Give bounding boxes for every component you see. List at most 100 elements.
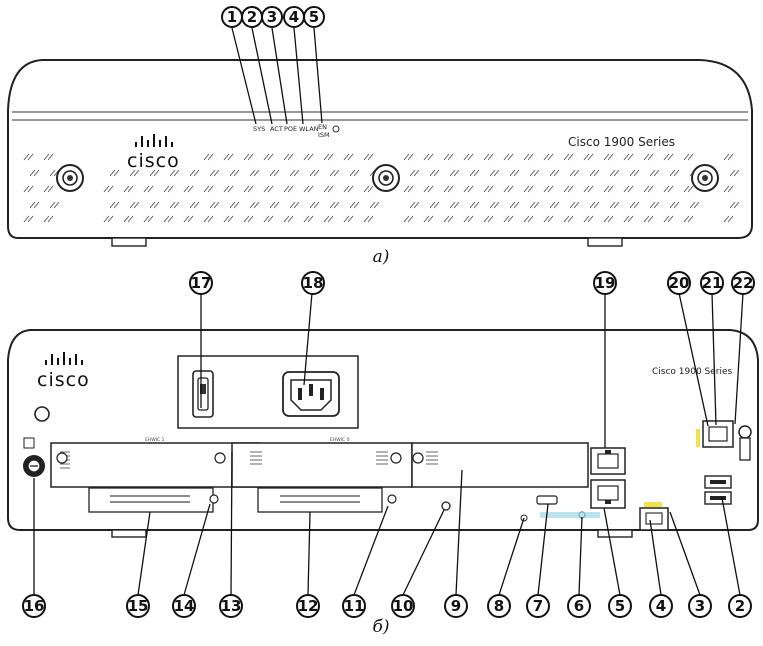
rear-callout-19: 19 (593, 271, 617, 295)
svg-text:21: 21 (702, 274, 723, 292)
rear-callout-22: 22 (731, 271, 755, 295)
rear-callout-20: 20 (667, 271, 691, 295)
svg-text:5: 5 (309, 8, 319, 26)
front-callout-1: 1 (221, 6, 243, 28)
front-chassis (7, 59, 753, 239)
rear-callout-5: 5 (608, 594, 632, 618)
usb-console-port[interactable] (536, 495, 558, 505)
svg-text:3: 3 (267, 8, 277, 26)
rear-callout-7: 7 (526, 594, 550, 618)
rear-callout-3: 3 (688, 594, 712, 618)
rear-callout-4: 4 (649, 594, 673, 618)
led-label-en: EN (318, 123, 327, 131)
slot-1-thumbscrew (209, 494, 219, 504)
ehwic-slot-0-blank-plate (257, 487, 383, 513)
svg-text:1: 1 (227, 8, 237, 26)
led-label-poe: POE (284, 125, 297, 133)
rear-callout-2: 2 (728, 594, 752, 618)
power-inlet[interactable] (282, 371, 340, 417)
usb-port-1[interactable] (704, 475, 732, 489)
front-screw-center (372, 164, 400, 192)
led-label-sys: SYS (253, 125, 265, 133)
usb-port-0[interactable] (704, 491, 732, 505)
svg-text:14: 14 (174, 597, 195, 615)
svg-text:13: 13 (221, 597, 242, 615)
rear-callout-11: 11 (342, 594, 366, 618)
rear-caption: б) (372, 617, 389, 637)
rear-callout-13: 13 (219, 594, 243, 618)
svg-text:4: 4 (656, 597, 666, 615)
rear-callout-8: 8 (487, 594, 511, 618)
ehwic-slot-1-blank-plate (88, 487, 214, 513)
front-cisco-logo: cisco (127, 134, 180, 172)
rear-callout-21: 21 (700, 271, 724, 295)
power-switch[interactable] (192, 370, 214, 418)
led-indicator (332, 125, 340, 133)
rear-bottom-callouts: 16 15 14 13 12 11 10 9 8 7 6 5 4 3 2 (22, 451, 752, 618)
rear-callout-12: 12 (296, 594, 320, 618)
rear-cisco-logo: cisco (37, 352, 90, 391)
ethernet-port-ge0-0[interactable] (590, 479, 626, 509)
rear-panel: cisco Cisco 1900 Series (7, 271, 759, 637)
rear-callout-10: 10 (391, 594, 415, 618)
svg-text:2: 2 (735, 597, 745, 615)
front-screw-left (56, 164, 84, 192)
rear-callout-14: 14 (172, 594, 196, 618)
svg-text:9: 9 (451, 597, 461, 615)
rear-callout-6: 6 (567, 594, 591, 618)
reset-button[interactable] (441, 501, 451, 511)
slot-0-thumbscrew (387, 494, 397, 504)
ground-screw (34, 406, 50, 422)
front-foot-left (111, 237, 147, 247)
led-label-act: ACT (270, 125, 283, 133)
front-callout-3: 3 (261, 6, 283, 28)
svg-text:10: 10 (393, 597, 414, 615)
ehwic-slot-0[interactable]: EHWIC 0 (231, 437, 413, 488)
led-label-wlan: WLAN (299, 125, 319, 133)
ehwic-slot-0-label: EHWIC 0 (330, 437, 350, 443)
ethernet-port-ge0-1[interactable] (590, 447, 626, 475)
ground-lug (738, 425, 752, 461)
svg-text:5: 5 (615, 597, 625, 615)
rear-model-text: Cisco 1900 Series (652, 367, 733, 377)
led-label-ism: ISM (318, 131, 330, 139)
svg-text:6: 6 (574, 597, 584, 615)
ism-slot[interactable] (411, 442, 589, 488)
front-callout-2: 2 (241, 6, 263, 28)
console-port-rj45[interactable] (639, 502, 669, 531)
svg-text:17: 17 (191, 274, 212, 292)
poe-label (644, 502, 662, 507)
ehwic-slot-1-label: EHWIC 1 (145, 437, 165, 443)
ehwic-slot-1[interactable]: EHWIC 1 (50, 437, 260, 488)
svg-text:11: 11 (344, 597, 365, 615)
front-vent-grille (23, 153, 740, 223)
svg-text:12: 12 (298, 597, 319, 615)
svg-text:16: 16 (24, 597, 45, 615)
svg-text:8: 8 (494, 597, 504, 615)
rear-brand-text: cisco (37, 369, 90, 391)
front-callout-4: 4 (283, 6, 305, 28)
front-led-labels: SYS ACT POE WLAN EN ISM (253, 123, 340, 139)
svg-text:2: 2 (247, 8, 257, 26)
front-model-text: Cisco 1900 Series (568, 135, 675, 149)
svg-text:15: 15 (128, 597, 149, 615)
svg-text:4: 4 (289, 8, 299, 26)
front-foot-right (587, 237, 623, 247)
rear-callout-16: 16 (22, 594, 46, 618)
svg-text:7: 7 (533, 597, 543, 615)
svg-text:19: 19 (595, 274, 616, 292)
front-brand-text: cisco (127, 150, 180, 172)
rear-callout-18: 18 (301, 271, 325, 295)
front-screw-right (691, 164, 719, 192)
rear-callout-15: 15 (126, 594, 150, 618)
rear-callout-17: 17 (189, 271, 213, 295)
svg-text:22: 22 (733, 274, 754, 292)
svg-text:3: 3 (695, 597, 705, 615)
rear-callout-9: 9 (444, 594, 468, 618)
front-caption: a) (373, 247, 390, 267)
front-panel: cisco Cisco 1900 Series SYS ACT POE WLAN… (7, 6, 753, 267)
kensington-lock-slot[interactable] (23, 437, 45, 477)
svg-text:20: 20 (669, 274, 690, 292)
front-callout-5: 5 (303, 6, 325, 28)
